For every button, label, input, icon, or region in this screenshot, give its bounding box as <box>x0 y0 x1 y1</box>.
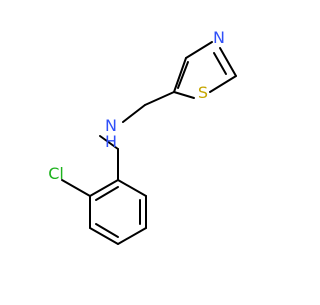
thiazole-ring <box>173 41 237 99</box>
bond-b3-b4 <box>117 227 147 245</box>
atom-label-s: S <box>198 83 208 102</box>
bond-b4-b5-inner <box>95 223 119 238</box>
atom-label-cl: Cl <box>48 164 64 183</box>
bond-nh-ch2 <box>99 135 119 150</box>
atom-label-n-amine: N <box>105 116 117 135</box>
bond-c5-ch2 <box>144 91 175 106</box>
bond-ch2-nh <box>122 104 146 123</box>
bond-b1-b2 <box>117 179 147 197</box>
bond-c4-n3 <box>185 41 213 59</box>
benzene-ring <box>61 179 147 245</box>
structure-canvas: N S N H Cl <box>48 28 237 245</box>
bond-b6-b1 <box>89 179 119 197</box>
bond-s1-c5 <box>173 91 195 99</box>
atom-label-h: H <box>105 132 117 151</box>
bond-c2-s1 <box>209 75 237 93</box>
molecule-diagram: N S N H Cl <box>48 28 237 245</box>
bond-c5-c4-double <box>177 61 189 89</box>
bond-b4-b5 <box>89 227 119 245</box>
atom-label-n-ring: N <box>213 28 225 47</box>
bond-b6-b1-inner <box>95 186 119 201</box>
bond-c5-c4 <box>173 57 187 93</box>
bond-n3-c2-double <box>213 52 227 75</box>
bond-n3-c2 <box>219 47 237 77</box>
linker-bonds <box>99 91 175 181</box>
bond-b6-cl <box>61 179 91 197</box>
